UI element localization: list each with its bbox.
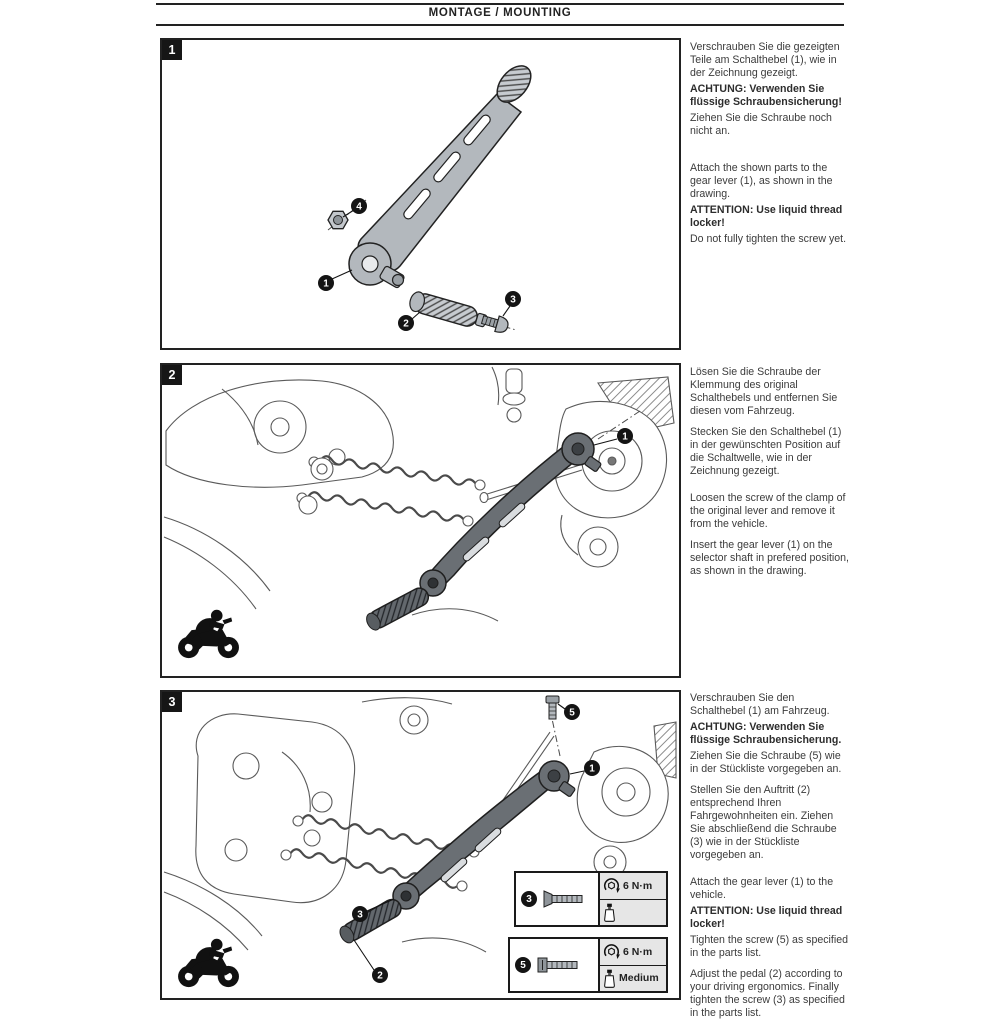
torque-spec-table-screw3: 3 6 N·m xyxy=(514,871,668,927)
instruction-paragraph: Stellen Sie den Auftritt (2) entsprechen… xyxy=(690,784,837,861)
callout-1: 1 xyxy=(318,269,353,291)
instruction-paragraph: Loosen the screw of the clamp of the ori… xyxy=(690,492,846,530)
instruction-paragraph: ATTENTION: Use liquid thread locker! xyxy=(690,204,843,229)
instruction-paragraph: Attach the gear lever (1) to the vehicle… xyxy=(690,876,834,901)
step1-number-badge: 1 xyxy=(162,40,182,60)
callout-5: 5 xyxy=(557,703,580,720)
svg-text:2: 2 xyxy=(377,971,383,982)
instruction-paragraph: ACHTUNG: Verwenden Sie flüssige Schraube… xyxy=(690,83,842,108)
callout-1: 1 xyxy=(569,760,600,776)
torque-value: 6 N·m xyxy=(623,945,653,958)
instruction-paragraph: ATTENTION: Use liquid thread locker! xyxy=(690,905,843,930)
instruction-paragraph: Do not fully tighten the screw yet. xyxy=(690,233,847,245)
svg-text:2: 2 xyxy=(403,319,409,330)
page-title: MONTAGE / MOUNTING xyxy=(428,7,572,19)
instruction-paragraph: Tighten the screw (5) as specified in th… xyxy=(690,934,848,959)
torque-icon xyxy=(603,944,620,960)
svg-text:1: 1 xyxy=(622,432,628,443)
svg-text:4: 4 xyxy=(356,202,362,213)
torque-table-part-cell: 3 xyxy=(516,873,598,925)
pedal-part xyxy=(409,291,488,328)
nut-part xyxy=(327,210,349,230)
step2-number-badge: 2 xyxy=(162,365,182,385)
step3-number-badge: 3 xyxy=(162,692,182,712)
step3-instructions: Verschrauben Sie den Schalthebel (1) am … xyxy=(690,692,851,1023)
step2-panel: 2 xyxy=(160,363,681,678)
callout-1: 1 xyxy=(593,428,633,446)
instruction-paragraph: Stecken Sie den Schalthebel (1) in der g… xyxy=(690,426,842,477)
svg-text:1: 1 xyxy=(589,764,595,775)
motorcycle-icon xyxy=(178,609,239,659)
instruction-paragraph: Attach the shown parts to the gear lever… xyxy=(690,162,833,200)
threadlocker-value: Medium xyxy=(619,972,659,985)
svg-text:3: 3 xyxy=(357,910,363,921)
threadlocker-bottle-icon xyxy=(604,969,615,988)
lever-shaft xyxy=(357,92,523,272)
part-badge: 5 xyxy=(515,957,531,973)
threadlocker-bottle-icon xyxy=(604,903,615,922)
threadlocker-row: Medium xyxy=(600,964,666,991)
gear-lever-drawing xyxy=(366,432,602,631)
instruction-paragraph: Verschrauben Sie die gezeigten Teile am … xyxy=(690,41,840,79)
cap-screw-icon xyxy=(537,957,578,973)
threadlocker-row xyxy=(600,898,666,925)
instruction-paragraph: Ziehen Sie die Schraube (5) wie in der S… xyxy=(690,750,842,775)
svg-text:1: 1 xyxy=(323,279,329,290)
step3-fastening-drawing: 5 1 3 2 xyxy=(163,695,677,988)
step2-installation-drawing: 1 xyxy=(163,366,675,659)
instruction-paragraph: Adjust the pedal (2) according to your d… xyxy=(690,968,845,1019)
step3-panel: 3 xyxy=(160,690,681,1000)
screw-5-part xyxy=(545,695,561,757)
instruction-paragraph: Lösen Sie die Schraube der Klemmung des … xyxy=(690,366,838,417)
torque-table-spec-cell: 6 N·m xyxy=(598,873,666,925)
callout-3: 3 xyxy=(502,291,521,317)
torque-spec-table-screw5: 5 6 N·m xyxy=(508,937,668,993)
step1-instructions: Verschrauben Sie die gezeigten Teile am … xyxy=(690,41,851,249)
torque-row: 6 N·m xyxy=(600,939,666,965)
callout-4: 4 xyxy=(342,198,367,218)
torque-value: 6 N·m xyxy=(623,879,653,892)
svg-text:5: 5 xyxy=(569,708,575,719)
lever-knurled-tip xyxy=(496,65,532,103)
torque-table-spec-cell: 6 N·m Medium xyxy=(598,939,666,991)
screw-part xyxy=(480,315,509,333)
step2-instructions: Lösen Sie die Schraube der Klemmung des … xyxy=(690,366,851,581)
callout-2: 2 xyxy=(398,311,421,331)
flat-screw-icon xyxy=(543,890,583,908)
instruction-paragraph: ACHTUNG: Verwenden Sie flüssige Schraube… xyxy=(690,721,842,746)
instruction-paragraph: Ziehen Sie die Schraube noch nicht an. xyxy=(690,112,832,137)
step1-exploded-drawing: 4 1 2 3 xyxy=(318,65,532,333)
instruction-paragraph: Insert the gear lever (1) on the selecto… xyxy=(690,539,849,577)
part-badge: 3 xyxy=(521,891,537,907)
instruction-paragraph: Verschrauben Sie den Schalthebel (1) am … xyxy=(690,692,830,717)
pinch-bolt xyxy=(391,273,405,287)
torque-icon xyxy=(603,878,620,894)
torque-row: 6 N·m xyxy=(600,873,666,899)
motorcycle-icon xyxy=(178,938,239,988)
title-underline-rule xyxy=(156,24,844,26)
step1-panel: 1 xyxy=(160,38,681,350)
callout-2: 2 xyxy=(353,939,388,983)
top-rule xyxy=(156,3,844,5)
callout-3: 3 xyxy=(352,898,395,922)
svg-text:3: 3 xyxy=(510,295,516,306)
torque-table-part-cell: 5 xyxy=(510,939,598,991)
